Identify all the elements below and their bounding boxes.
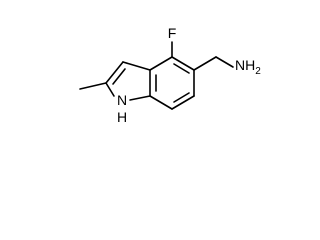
- bond-c2-n1: [105, 82, 115, 97]
- ring-nitrogen-label: N: [117, 92, 127, 108]
- bond-c2-methyl: [79, 82, 107, 90]
- bond-c6-c7: [171, 95, 195, 110]
- nh-hydrogen-label: H: [117, 109, 127, 125]
- bond-c7-c7a: [149, 95, 173, 110]
- double-bond-c3-c2-inner: [112, 68, 126, 85]
- bond-c4-c5: [171, 56, 195, 71]
- bond-c3-c2: [105, 61, 124, 84]
- fluorine-label: F: [168, 25, 177, 41]
- bond-c3a-c4: [149, 56, 173, 71]
- double-bond-c4-c5-inner: [173, 63, 190, 74]
- bond-c3a-c3: [122, 61, 151, 71]
- bond-n1-c7a: [129, 95, 151, 101]
- pyrrole-ring: [105, 61, 151, 101]
- double-bond-c6-c7-inner: [173, 92, 190, 103]
- structure-diagram: F NH2 N H: [79, 25, 261, 125]
- bond-ch2-n: [215, 56, 234, 68]
- substituents: [79, 41, 234, 90]
- bond-c5-ch2: [193, 56, 217, 71]
- amine-nh: NH: [235, 57, 255, 73]
- amine-subscript: 2: [255, 66, 261, 77]
- benzene-ring: [149, 56, 195, 110]
- amine-label: NH2: [235, 57, 261, 77]
